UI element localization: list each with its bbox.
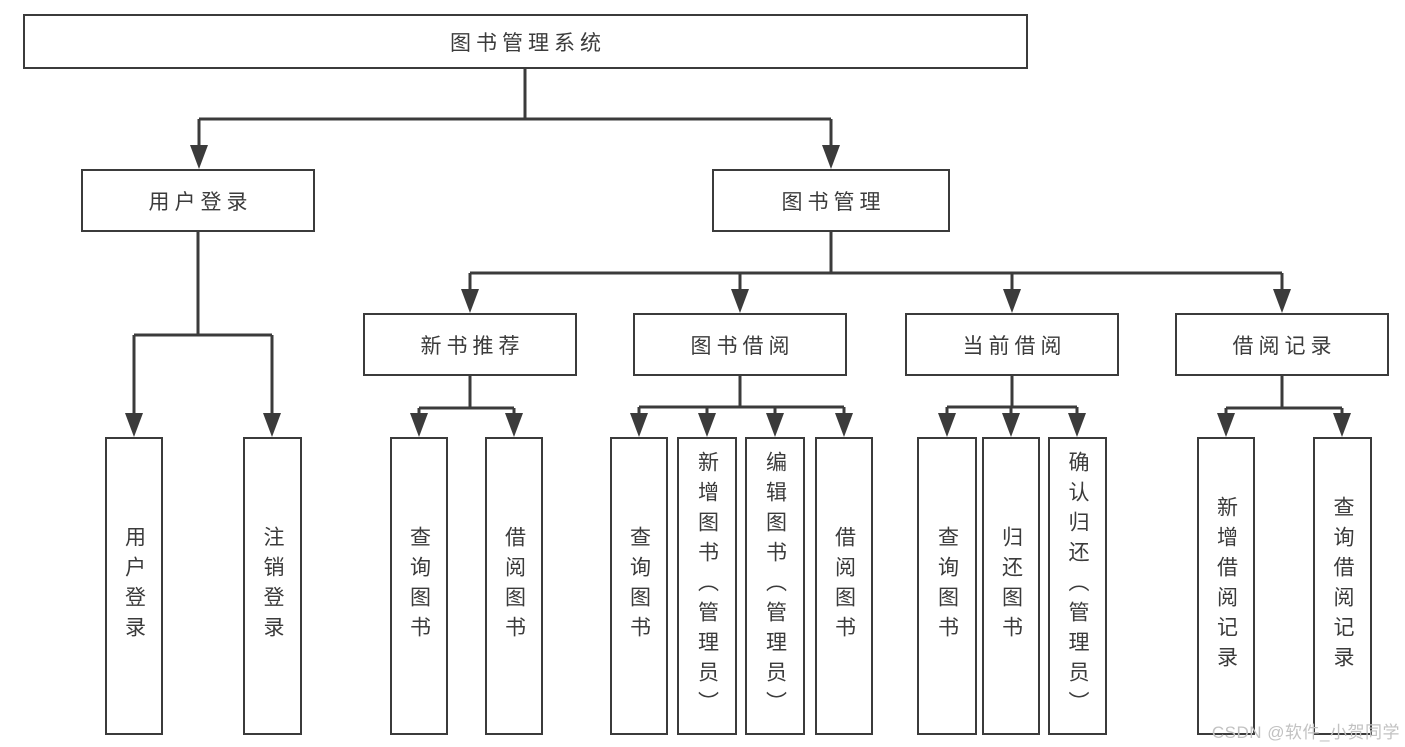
node-label: 确认归还（管理员） xyxy=(1066,451,1089,721)
node-label: 编辑图书（管理员） xyxy=(763,451,787,721)
node-label: 借阅记录 xyxy=(1232,334,1337,358)
tree-branch-lines xyxy=(132,69,1344,415)
node-label: 图书借阅 xyxy=(690,334,795,358)
node-label: 新增图书（管理员） xyxy=(695,451,719,721)
leaf-edit-book-admin: 编辑图书（管理员） xyxy=(745,437,805,735)
node-label: 新增借阅记录 xyxy=(1214,496,1238,676)
node-current-borrowing: 当前借阅 xyxy=(905,313,1119,376)
leaf-query-books-borrowing: 查询图书 xyxy=(610,437,668,735)
leaf-borrow-books-recommend: 借阅图书 xyxy=(485,437,543,735)
leaf-user-login: 用户登录 xyxy=(105,437,163,735)
node-label: 图书管理系统 xyxy=(450,31,606,55)
arrowheads xyxy=(125,145,1351,437)
leaf-logout: 注销登录 xyxy=(243,437,302,735)
node-new-book-recommend: 新书推荐 xyxy=(363,313,577,376)
node-label: 归还图书 xyxy=(999,526,1023,646)
leaf-borrow-books: 借阅图书 xyxy=(815,437,873,735)
leaf-query-books-current: 查询图书 xyxy=(917,437,977,735)
node-label: 查询图书 xyxy=(627,526,651,646)
leaf-query-borrow-record: 查询借阅记录 xyxy=(1313,437,1372,735)
leaf-query-books-recommend: 查询图书 xyxy=(390,437,448,735)
node-book-borrowing: 图书借阅 xyxy=(633,313,847,376)
node-root-library-system: 图书管理系统 xyxy=(23,14,1028,69)
node-label: 注销登录 xyxy=(261,526,284,646)
node-borrowing-records: 借阅记录 xyxy=(1175,313,1389,376)
node-label: 新书推荐 xyxy=(420,334,525,358)
node-label: 借阅图书 xyxy=(502,526,526,646)
csdn-watermark: CSDN @软件_小贺同学 xyxy=(1211,723,1400,742)
node-label: 用户登录 xyxy=(148,190,253,214)
node-label: 当前借阅 xyxy=(962,334,1067,358)
leaf-confirm-return-admin: 确认归还（管理员） xyxy=(1048,437,1107,735)
leaf-add-borrow-record: 新增借阅记录 xyxy=(1197,437,1255,735)
node-label: 图书管理 xyxy=(781,190,886,214)
node-user-login-branch: 用户登录 xyxy=(81,169,315,232)
node-book-management: 图书管理 xyxy=(712,169,950,232)
node-label: 查询图书 xyxy=(407,526,431,646)
node-label: 查询图书 xyxy=(935,526,959,646)
node-label: 用户登录 xyxy=(122,526,146,646)
leaf-return-book: 归还图书 xyxy=(982,437,1040,735)
node-label: 查询借阅记录 xyxy=(1331,496,1354,676)
node-label: 借阅图书 xyxy=(832,526,856,646)
leaf-add-book-admin: 新增图书（管理员） xyxy=(677,437,737,735)
